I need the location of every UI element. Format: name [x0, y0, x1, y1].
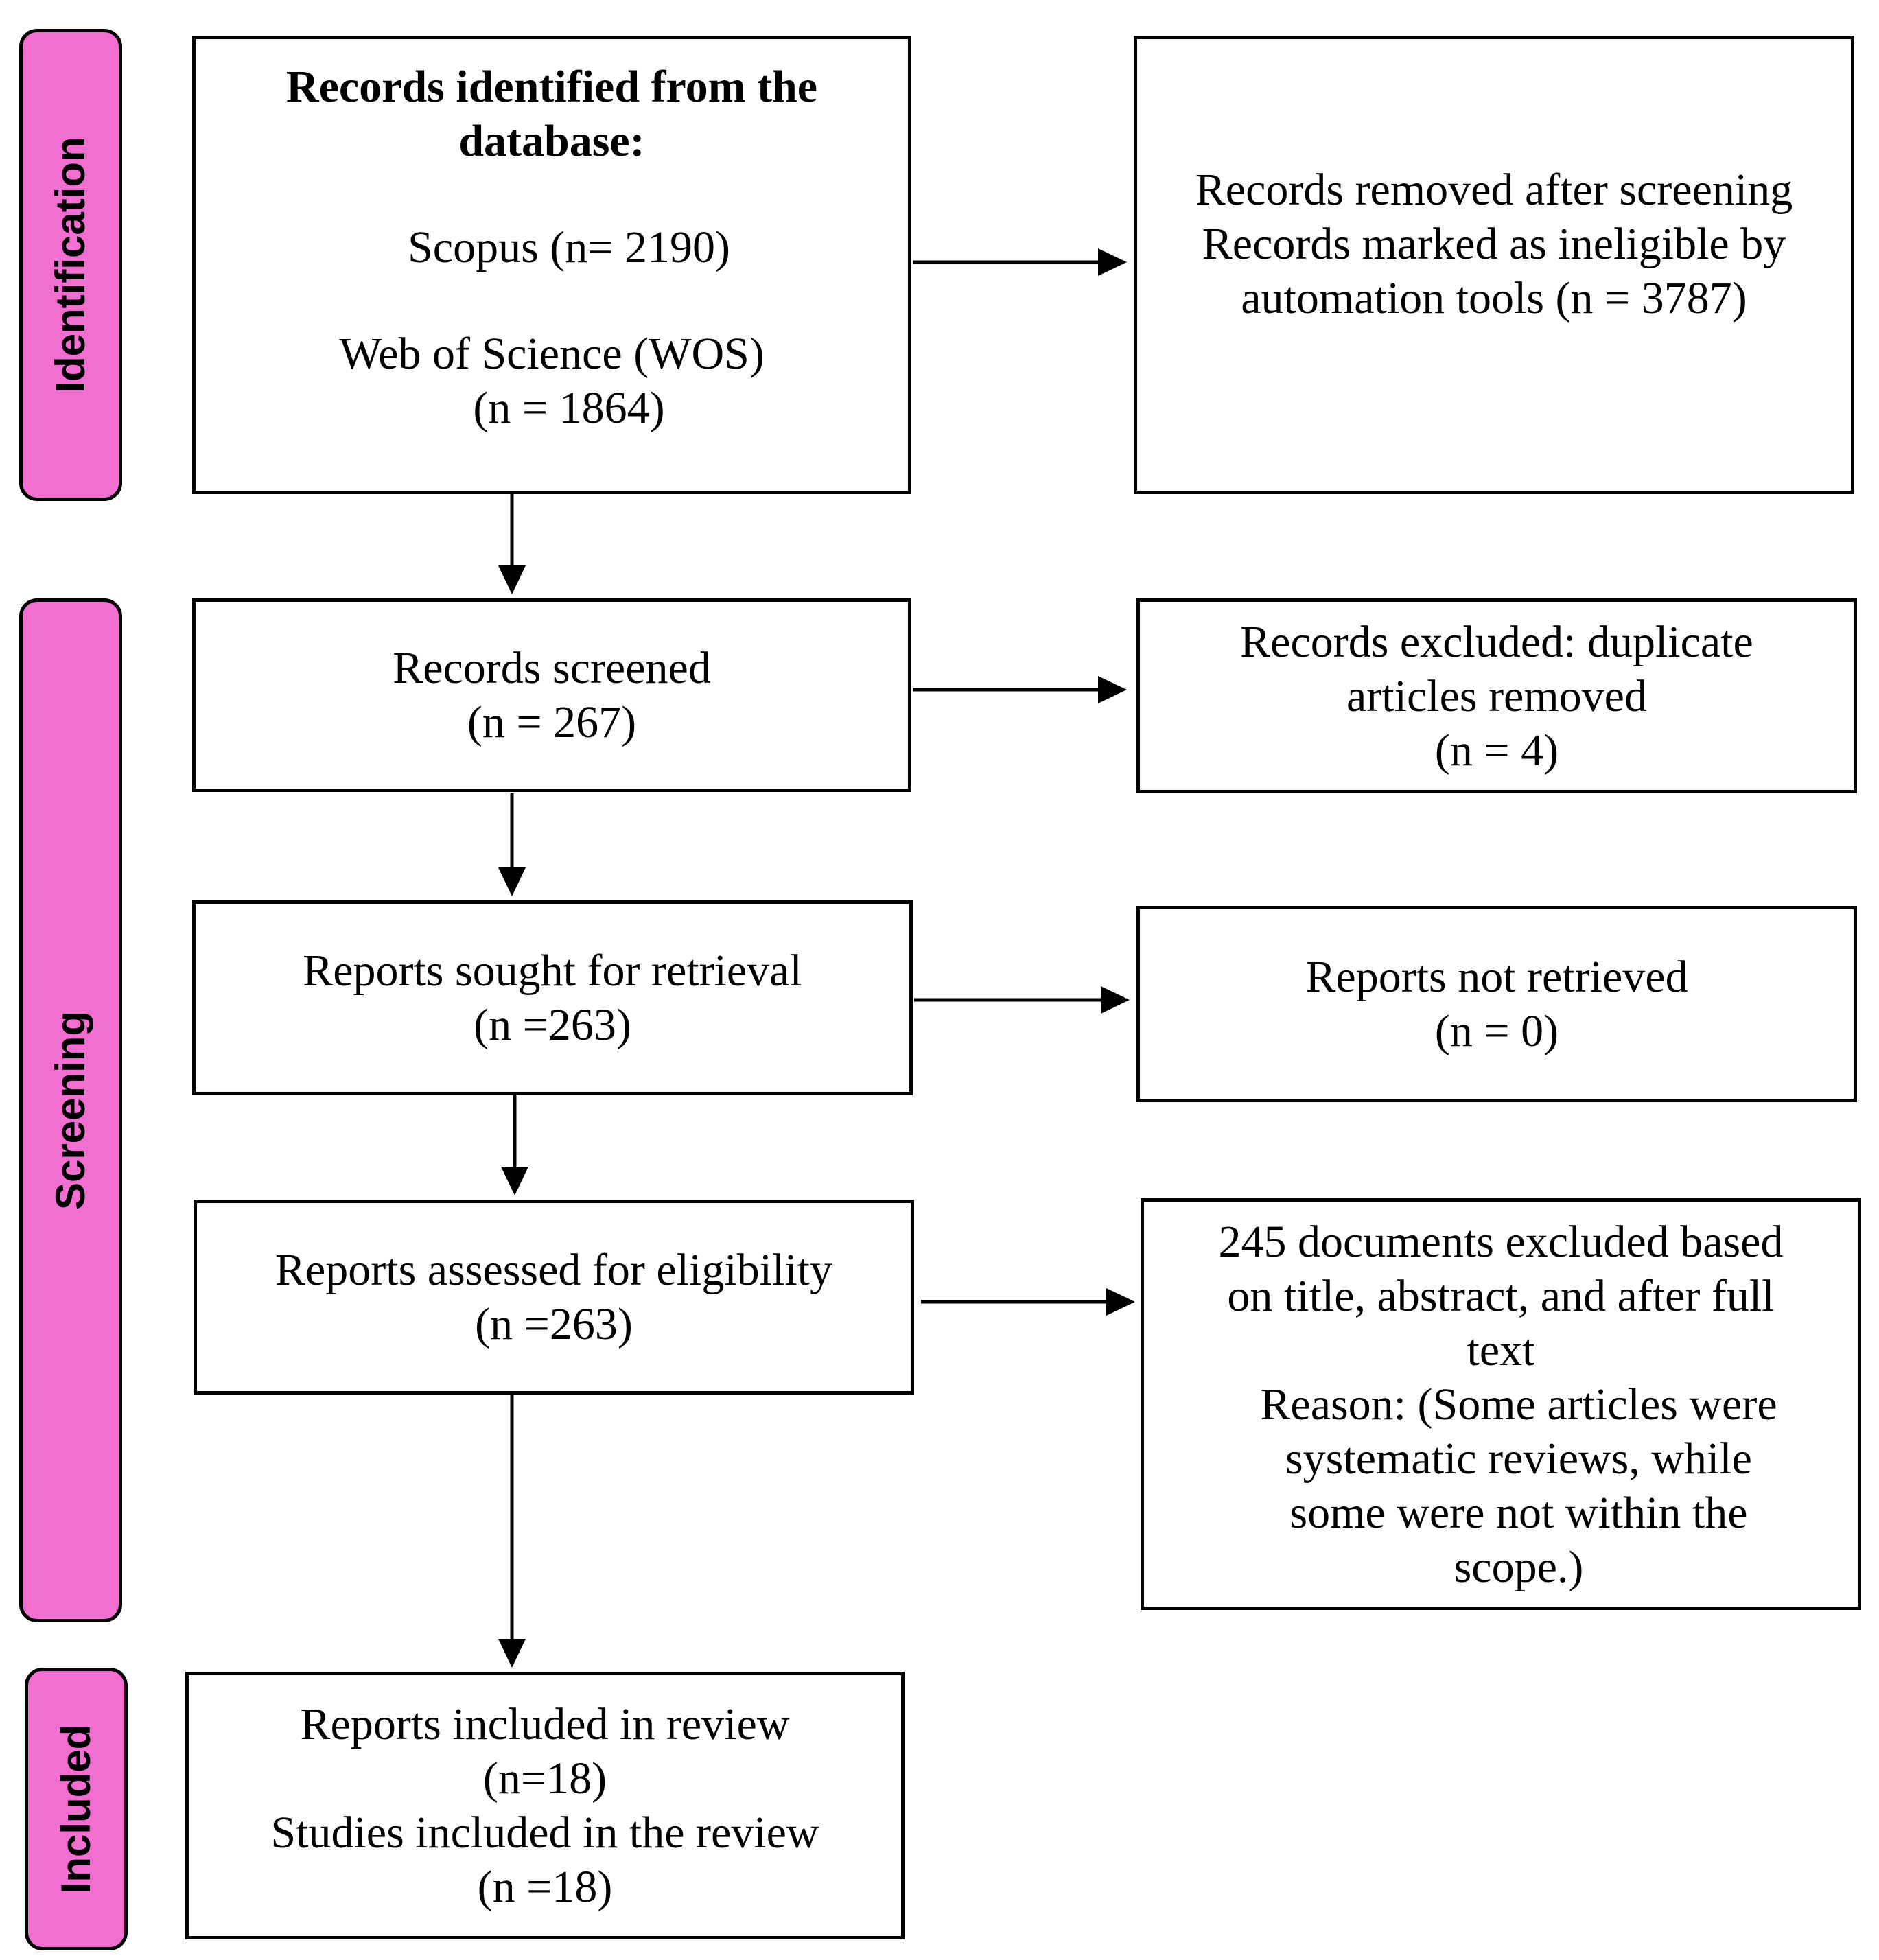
identified-heading-line1: Records identified from the	[285, 62, 818, 112]
arrowhead-excluded-full	[1106, 1288, 1135, 1316]
removed-line2: Records marked as ineligible by	[1202, 219, 1786, 269]
excluded-duplicates-line3: (n = 4)	[1434, 725, 1559, 775]
excluded-full-line4: Reason: (Some articles were	[1260, 1379, 1777, 1430]
sought-line1: Reports sought for retrieval	[303, 946, 802, 996]
screened-line2: (n = 267)	[467, 697, 637, 747]
phase-screening: Screening	[19, 598, 122, 1622]
arrowhead-not-retrieved	[1101, 986, 1130, 1014]
included-line2: (n=18)	[482, 1753, 607, 1804]
identified-heading-line2: database:	[458, 116, 645, 166]
records-removed-box: Records removed after screening Records …	[1134, 36, 1854, 494]
identified-scopus: Scopus (n= 2190)	[408, 222, 730, 272]
identified-wos-line2: (n = 1864)	[473, 383, 665, 433]
excluded-full-line6: some were not within the	[1289, 1487, 1748, 1538]
included-line3: Studies included in the review	[270, 1808, 819, 1858]
included-line4: (n =18)	[477, 1862, 613, 1912]
assessed-line1: Reports assessed for eligibility	[275, 1245, 833, 1295]
arrowhead-sought	[498, 867, 526, 896]
reports-included-box: Reports included in review (n=18) Studie…	[185, 1672, 905, 1939]
records-screened-box: Records screened (n = 267)	[192, 598, 911, 792]
records-identified-box: Records identified from the database: Sc…	[192, 36, 911, 494]
arrowhead-assessed	[501, 1167, 528, 1195]
excluded-full-line7: scope.)	[1454, 1541, 1584, 1592]
excluded-full-line5: systematic reviews, while	[1285, 1433, 1752, 1484]
phase-included: Included	[25, 1668, 128, 1950]
excluded-full-line2: on title, abstract, and after full	[1227, 1270, 1775, 1321]
not-retrieved-line2: (n = 0)	[1434, 1006, 1559, 1056]
reports-assessed-box: Reports assessed for eligibility (n =263…	[194, 1200, 914, 1395]
arrowhead-included	[498, 1639, 526, 1668]
arrowhead-screened	[498, 565, 526, 594]
excluded-duplicates-line1: Records excluded: duplicate	[1240, 616, 1753, 667]
excluded-duplicates-line2: articles removed	[1346, 670, 1647, 721]
records-excluded-duplicates-box: Records excluded: duplicate articles rem…	[1136, 598, 1857, 793]
arrowhead-removed	[1098, 248, 1127, 276]
removed-line3: automation tools (n = 3787)	[1241, 273, 1747, 323]
excluded-full-line1: 245 documents excluded based	[1218, 1216, 1784, 1267]
phase-identification: Identification	[19, 29, 122, 501]
not-retrieved-line1: Reports not retrieved	[1305, 952, 1688, 1002]
excluded-full-line3: text	[1467, 1325, 1535, 1375]
arrowhead-excluded-duplicates	[1098, 676, 1127, 703]
reports-not-retrieved-box: Reports not retrieved (n = 0)	[1136, 906, 1857, 1102]
removed-line1: Records removed after screening	[1195, 165, 1793, 215]
assessed-line2: (n =263)	[475, 1299, 633, 1349]
identified-wos-line1: Web of Science (WOS)	[339, 329, 765, 379]
sought-line2: (n =263)	[474, 1000, 631, 1050]
screened-line1: Records screened	[393, 643, 711, 693]
reports-sought-box: Reports sought for retrieval (n =263)	[192, 900, 913, 1095]
included-line1: Reports included in review	[300, 1699, 790, 1749]
documents-excluded-box: 245 documents excluded based on title, a…	[1141, 1198, 1861, 1610]
